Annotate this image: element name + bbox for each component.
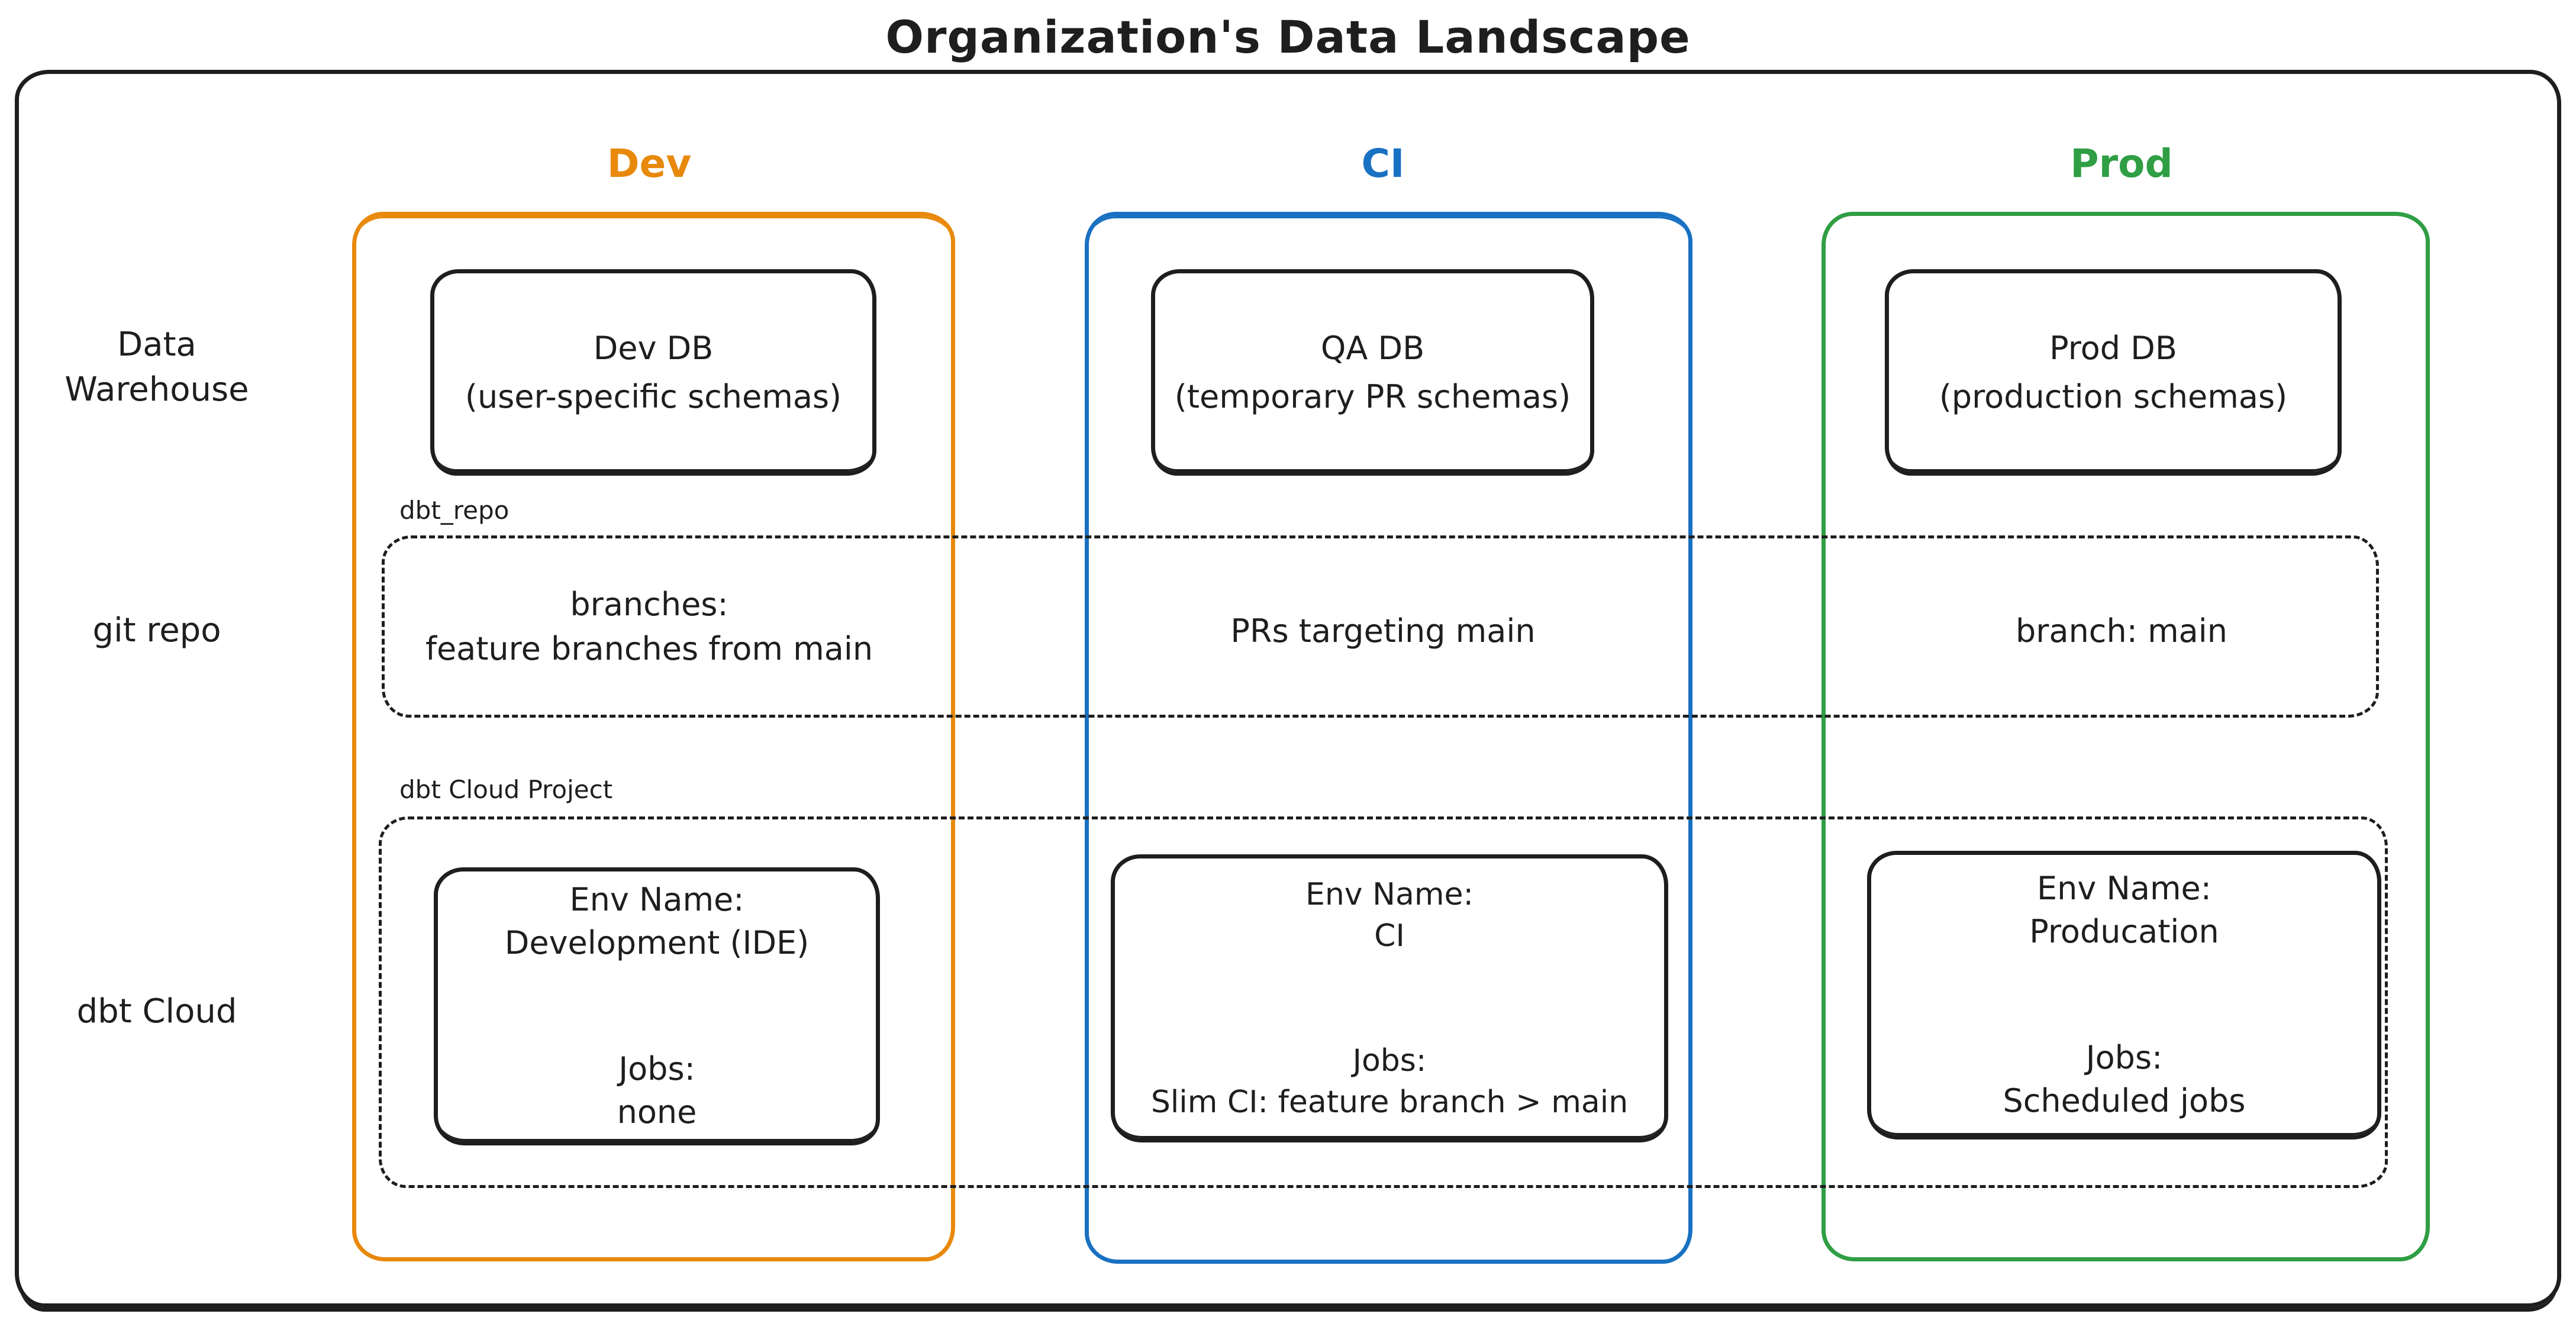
band-dbt-cloud-project [379,816,2388,1188]
band-label-dbt-cloud-project: dbt Cloud Project [399,775,613,804]
env-name-value-ci: CI [1374,918,1405,954]
db-name-qa: QA DB [1320,330,1425,367]
git-cell-dev: branches: feature branches from main [425,586,873,667]
env-name-value-dev: Development (IDE) [504,924,810,962]
db-detail-prod: (production schemas) [1939,377,2288,415]
jobs-value-dev: none [617,1093,697,1131]
band-label-dbt-repo: dbt_repo [399,496,510,525]
diagram-outer-frame [15,70,2561,1308]
db-detail-dev: (user-specific schemas) [465,377,842,415]
env-box-prod: Env Name: Producation Jobs: Scheduled jo… [1867,851,2381,1140]
env-name-label-ci: Env Name: [1305,877,1474,913]
jobs-label-ci: Jobs: [1352,1042,1427,1079]
jobs-label-dev: Jobs: [618,1050,695,1087]
db-box-prod: Prod DB (production schemas) [1885,269,2342,476]
row-label-dbt-cloud: dbt Cloud [76,992,237,1031]
db-name-prod: Prod DB [2049,330,2177,367]
column-header-prod: Prod [2070,141,2173,186]
column-header-ci: CI [1361,141,1405,186]
jobs-label-prod: Jobs: [2085,1039,2163,1076]
env-name-label-dev: Env Name: [569,881,744,919]
row-label-data-warehouse: Data Warehouse [65,325,249,409]
jobs-value-prod: Scheduled jobs [2003,1082,2246,1119]
db-name-dev: Dev DB [593,330,714,367]
jobs-value-ci: Slim CI: feature branch > main [1150,1084,1629,1120]
db-box-dev: Dev DB (user-specific schemas) [430,269,876,476]
db-detail-qa: (temporary PR schemas) [1174,377,1571,415]
env-box-dev: Env Name: Development (IDE) Jobs: none [434,867,880,1145]
env-name-label-prod: Env Name: [2037,870,2211,908]
column-frame-dev [352,212,955,1261]
row-label-git-repo: git repo [92,611,221,650]
env-name-value-prod: Producation [2029,913,2219,951]
column-frame-ci [1085,212,1692,1264]
env-box-ci: Env Name: CI Jobs: Slim CI: feature bran… [1111,854,1668,1142]
git-cell-ci: PRs targeting main [1230,612,1536,650]
band-git-repo [382,535,2379,718]
diagram-title: Organization's Data Landscape [885,11,1691,63]
column-frame-prod [1821,212,2430,1261]
db-box-qa: QA DB (temporary PR schemas) [1151,269,1594,476]
column-header-dev: Dev [607,141,692,186]
git-cell-prod: branch: main [2016,612,2227,650]
